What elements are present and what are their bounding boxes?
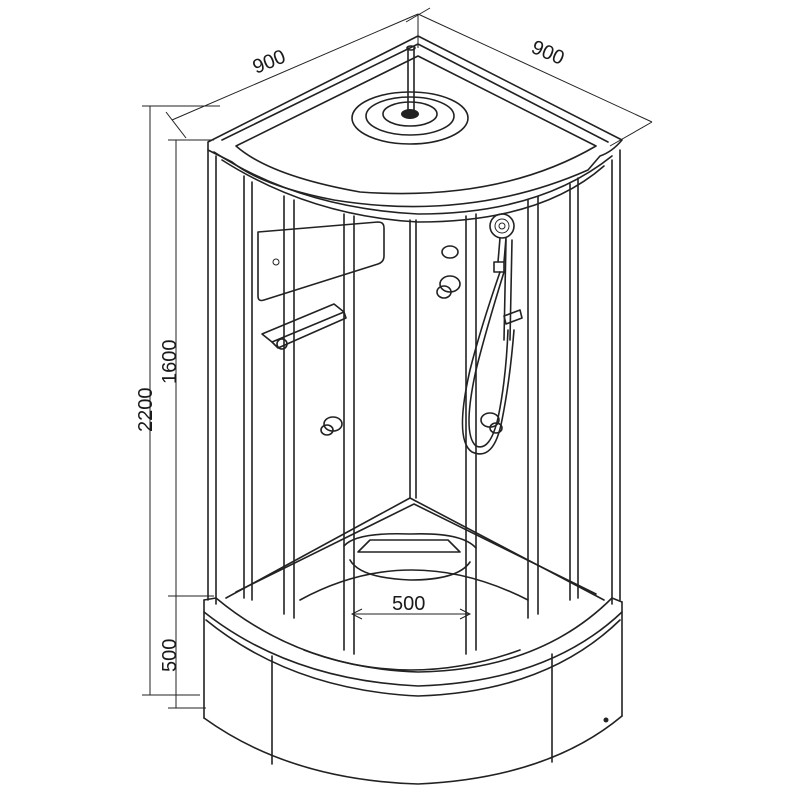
shower-tray [203, 597, 623, 785]
mirror-panel [257, 221, 385, 302]
dim-width-right: 900 [528, 36, 567, 69]
door-knob-left-icon [320, 416, 343, 436]
dim-tray-height: 500 [159, 639, 181, 672]
dim-width-left: 900 [250, 46, 289, 79]
dim-glass-height: 1600 [159, 340, 181, 385]
hand-shower-icon [461, 213, 523, 455]
drain-icon [603, 717, 609, 723]
dim-seat-width: 500 [392, 593, 425, 615]
back-wall-fittings [257, 213, 523, 455]
frame-posts [207, 149, 621, 605]
dimension-lines [142, 7, 653, 709]
roof [207, 35, 623, 223]
dim-total-height: 2200 [135, 388, 157, 433]
glass-panel-frames [243, 175, 579, 655]
rain-shower-icon [351, 45, 469, 145]
control-knob-icon [436, 245, 461, 299]
